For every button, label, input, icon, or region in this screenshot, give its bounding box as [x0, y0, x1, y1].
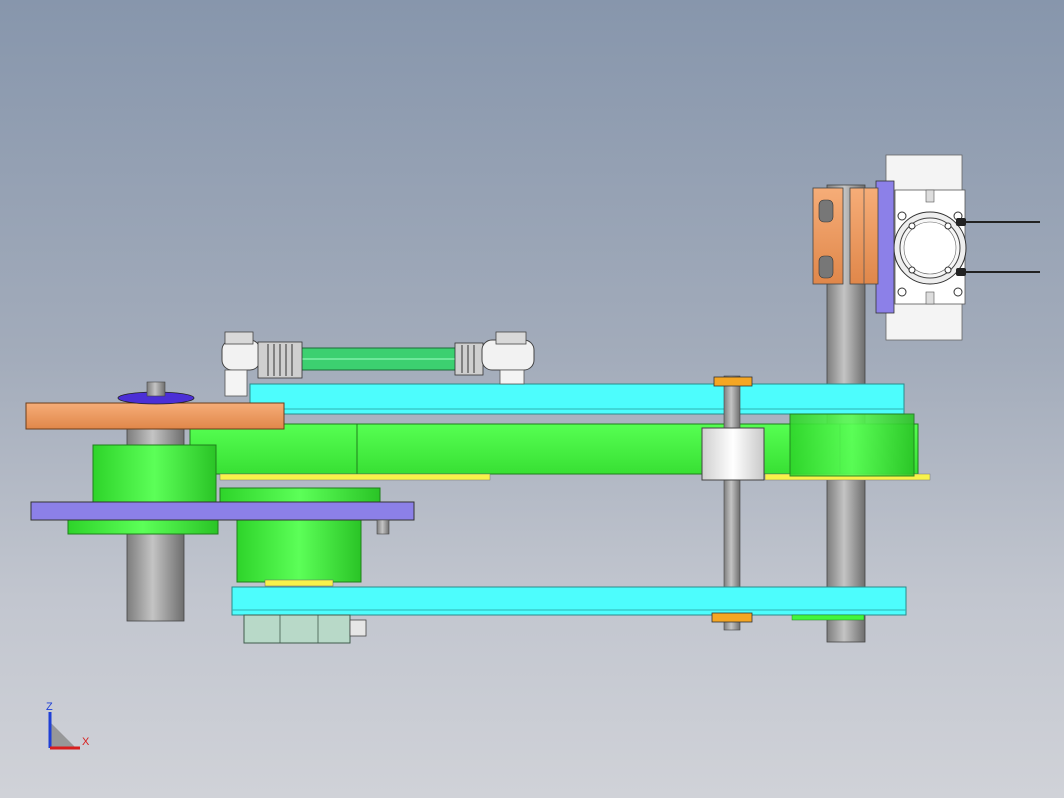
idler-pulley[interactable]: [701, 427, 765, 481]
coordinate-triad: Z X: [46, 701, 90, 750]
rod-end-left[interactable]: [221, 331, 303, 397]
lower-clamp[interactable]: [243, 614, 367, 644]
upper-link-arm[interactable]: [249, 383, 905, 415]
orange-clamp-block[interactable]: [812, 187, 879, 285]
bearing-ring: [893, 211, 967, 297]
lower-link-arm[interactable]: [231, 586, 907, 621]
rod-end-right[interactable]: [454, 331, 535, 385]
tie-rod[interactable]: [299, 347, 459, 371]
purple-mount-plate-right[interactable]: [875, 180, 895, 314]
shaft-nut-top: [713, 376, 753, 387]
sensor-cable-upper: [956, 218, 1040, 226]
right-pulley[interactable]: [789, 413, 915, 477]
purple-base-plate[interactable]: [30, 501, 415, 535]
shaft-nut-bottom: [711, 612, 753, 623]
blue-cap-washer: [117, 381, 195, 405]
sensor-cable-lower: [956, 268, 1040, 276]
left-drive-pulley[interactable]: [67, 444, 219, 535]
orange-flange-pulley[interactable]: [25, 402, 285, 430]
z-axis-label: Z: [46, 701, 53, 713]
x-axis-label: X: [82, 736, 90, 748]
